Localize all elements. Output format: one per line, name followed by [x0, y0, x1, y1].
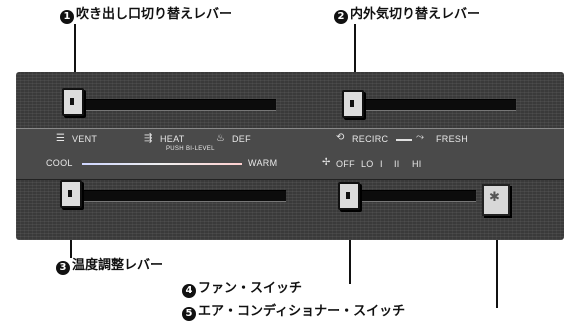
fan-hi-label: HI — [412, 159, 422, 169]
def-label: DEF — [232, 134, 251, 144]
warm-label: WARM — [248, 158, 278, 168]
fan-off-label: OFF — [336, 159, 355, 169]
fan-lo-label: LO — [361, 159, 374, 169]
mode-lever-slot — [76, 99, 276, 111]
heat-label: HEAT — [160, 134, 185, 144]
air-intake-lever[interactable] — [342, 90, 364, 118]
temperature-scale — [82, 163, 242, 165]
air-conditioner-button[interactable] — [482, 184, 510, 216]
leader-line — [349, 208, 351, 284]
temperature-lever[interactable] — [60, 180, 82, 208]
fan-switch-slot — [346, 190, 476, 202]
callout-text: 吹き出し口切り替えレバー — [76, 7, 233, 22]
push-label: PUSH — [166, 146, 184, 152]
fresh-label: FRESH — [436, 134, 469, 144]
fan-speed-1-label: I — [380, 159, 383, 169]
recirculate-icon: ⟲ — [336, 132, 345, 143]
heat-icon: ⇶ — [144, 133, 153, 144]
fan-icon: ✢ — [322, 157, 331, 168]
air-intake-lever-slot — [356, 99, 516, 111]
bi-level-label: BI-LEVEL — [186, 146, 215, 152]
leader-line — [496, 214, 498, 308]
callout-number: 1 — [60, 10, 74, 24]
label-band — [16, 128, 564, 180]
vent-icon: ☰ — [56, 133, 65, 144]
callout-number: 3 — [56, 261, 70, 275]
leader-line — [74, 24, 76, 94]
recirc-label: RECIRC — [352, 134, 389, 144]
temperature-lever-slot — [76, 190, 286, 202]
callout-text: エア・コンディショナー・スイッチ — [198, 304, 406, 319]
vent-label: VENT — [72, 134, 98, 144]
callout-text: 温度調整レバー — [72, 258, 164, 273]
callout-number: 4 — [182, 284, 196, 298]
defrost-icon: ♨ — [216, 133, 225, 144]
cool-label: COOL — [46, 158, 73, 168]
fresh-air-icon: ⤳ — [416, 132, 424, 143]
climate-control-panel: ☰ VENT ⇶ HEAT PUSH BI-LEVEL ♨ DEF ⟲ RECI… — [16, 72, 564, 240]
callout-text: ファン・スイッチ — [198, 281, 303, 296]
callout-text: 内外気切り替えレバー — [350, 7, 481, 22]
callout-number: 5 — [182, 307, 196, 321]
fan-speed-2-label: II — [394, 159, 400, 169]
leader-line — [354, 24, 356, 94]
fan-switch-lever[interactable] — [338, 182, 360, 210]
recirc-fresh-divider — [396, 139, 412, 141]
callout-number: 2 — [334, 10, 348, 24]
mode-lever[interactable] — [62, 88, 84, 116]
